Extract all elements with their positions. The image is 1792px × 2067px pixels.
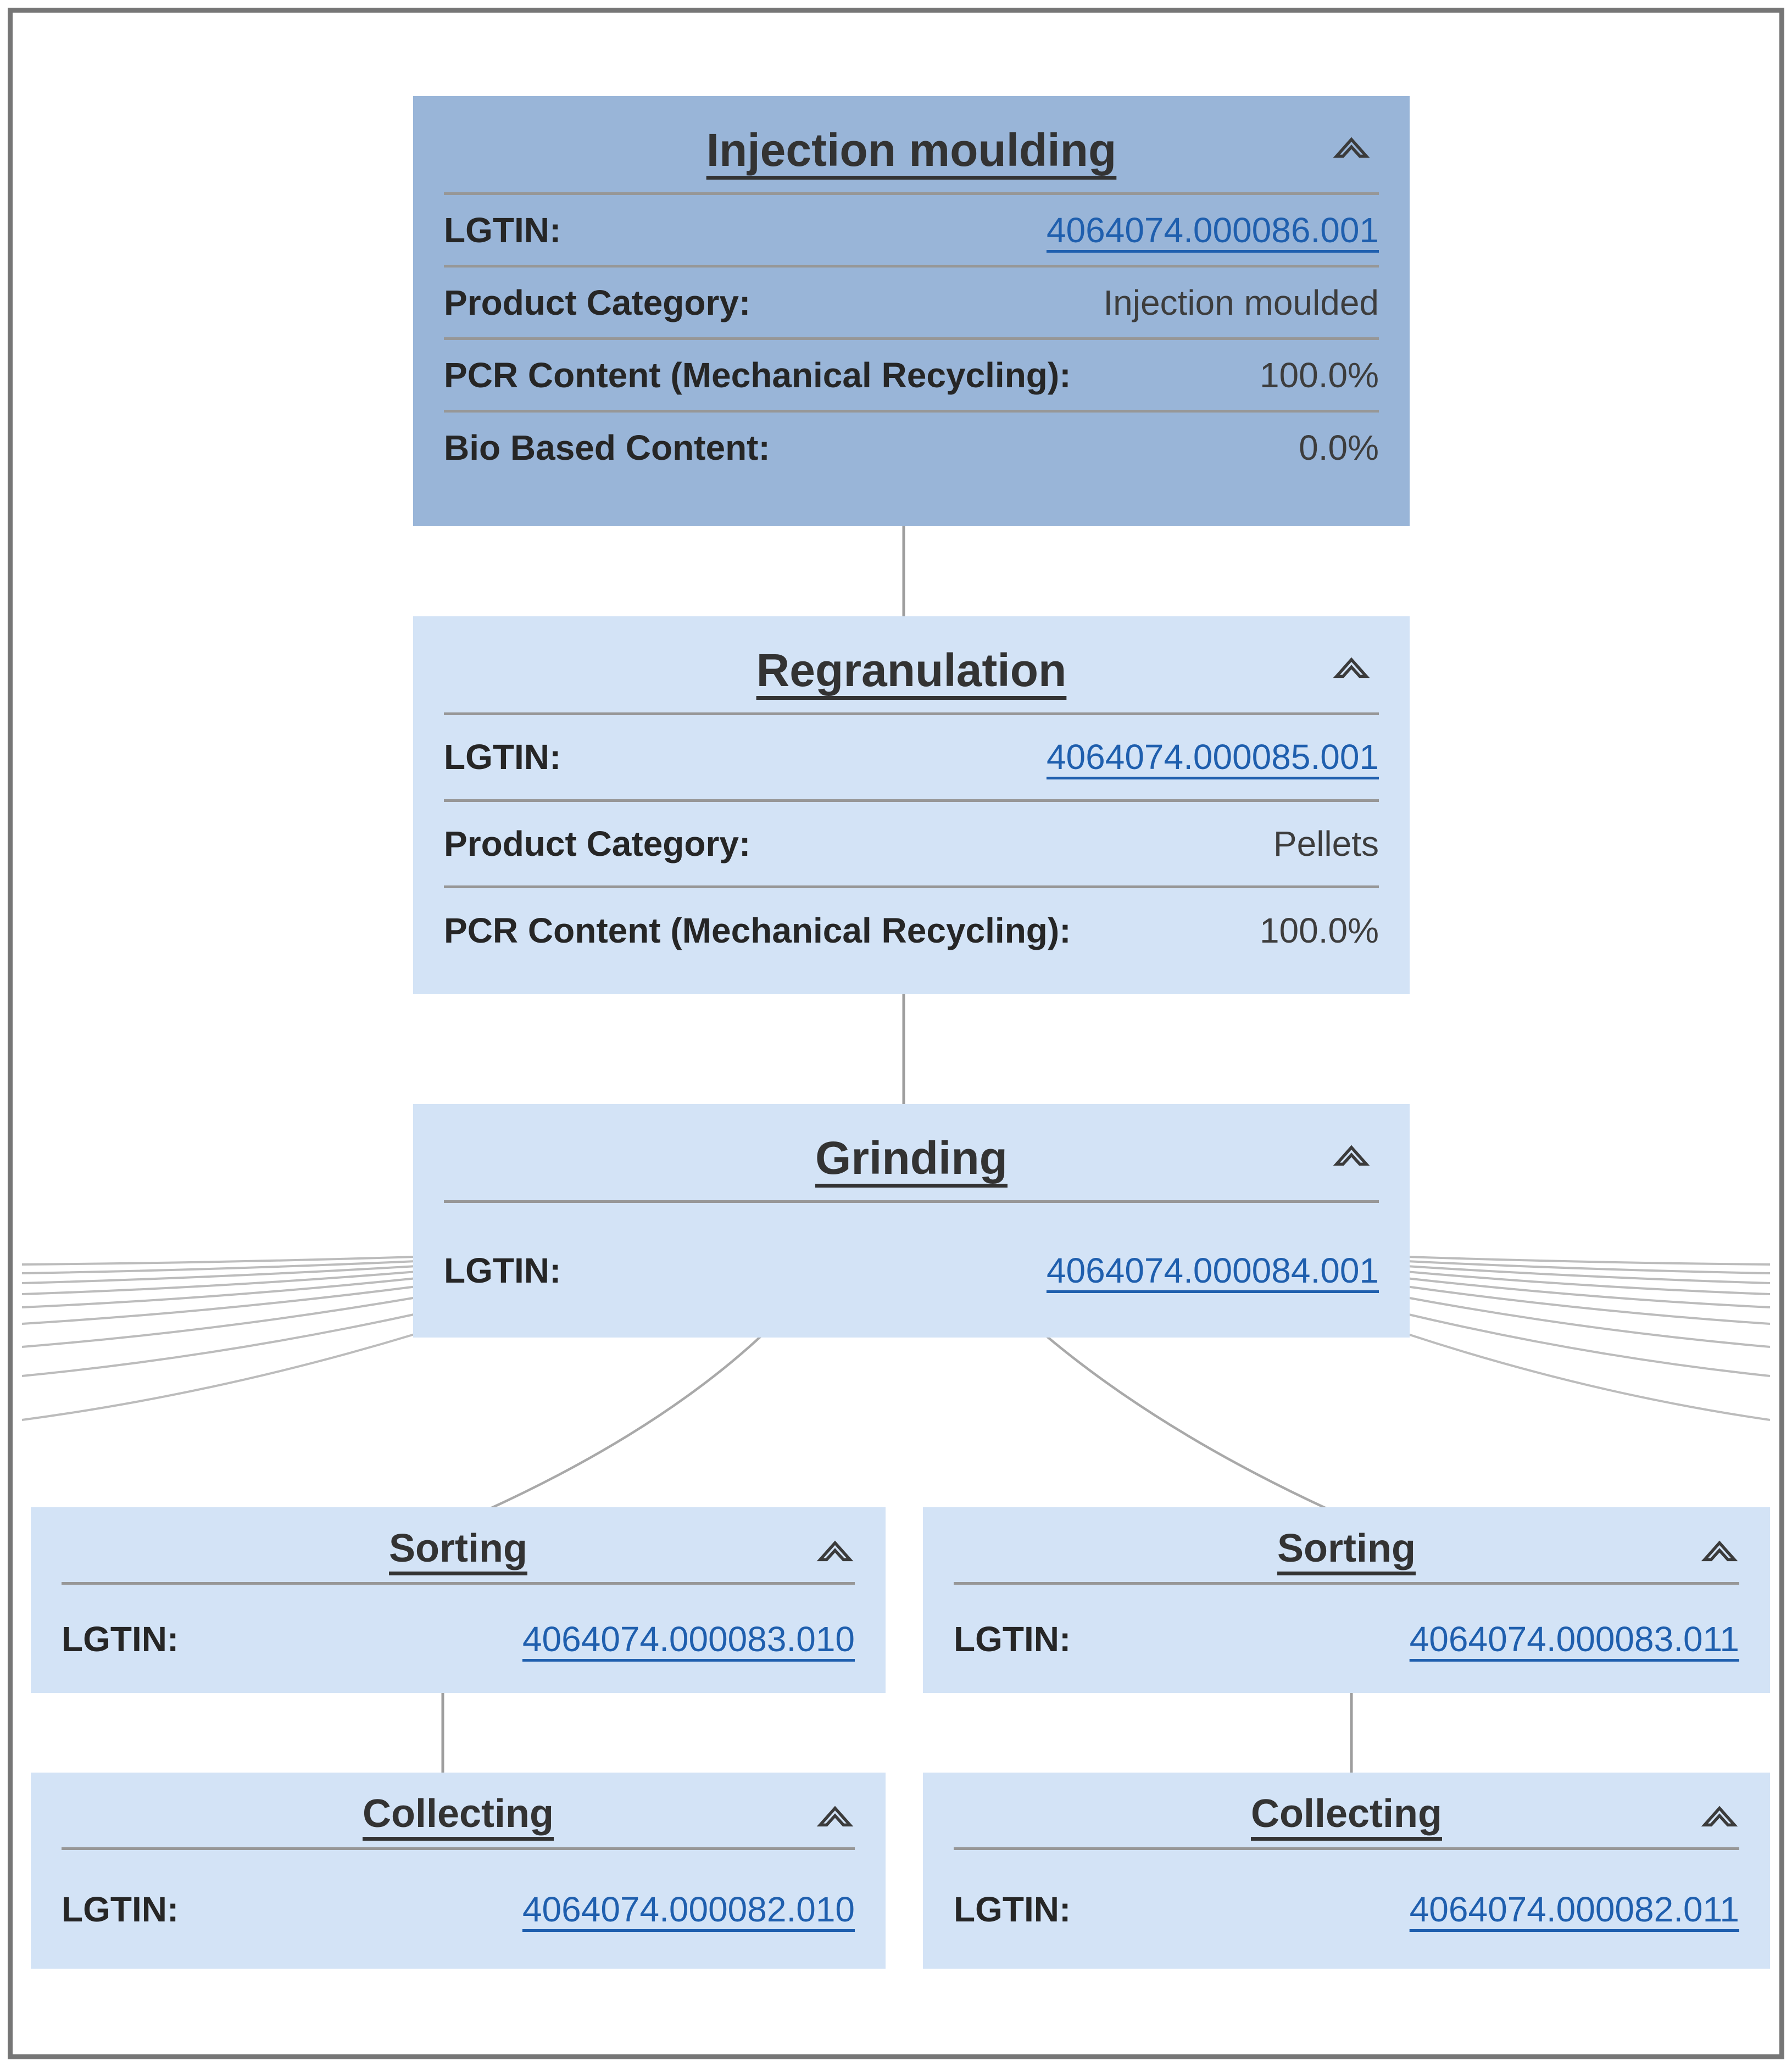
node-fields: LGTIN: 4064074.000082.011 xyxy=(923,1847,1770,1969)
edge-grinding-offscreen-right-4 xyxy=(1406,1271,1771,1295)
chevron-double-up-icon[interactable] xyxy=(1333,1136,1370,1170)
node-header: Sorting xyxy=(923,1507,1770,1582)
edge-grinding-offscreen-left-6 xyxy=(21,1285,417,1325)
edge-grinding-offscreen-left-1 xyxy=(21,1256,417,1266)
chevron-double-up-icon[interactable] xyxy=(816,1531,854,1565)
field-label: LGTIN: xyxy=(62,1890,179,1929)
field-row-bio-based-content: Bio Based Content: 0.0% xyxy=(444,410,1379,482)
node-card-regranulation[interactable]: Regranulation LGTIN: 4064074.000085.001 … xyxy=(413,616,1410,994)
field-value: 0.0% xyxy=(1299,427,1379,467)
field-value: Pellets xyxy=(1273,824,1379,863)
node-card-collecting-left[interactable]: Collecting LGTIN: 4064074.000082.010 xyxy=(31,1773,886,1969)
edge-grinding-offscreen-right-7 xyxy=(1406,1296,1771,1348)
field-label: LGTIN: xyxy=(444,1250,561,1290)
node-fields: LGTIN: 4064074.000082.010 xyxy=(31,1847,886,1969)
field-label: PCR Content (Mechanical Recycling): xyxy=(444,910,1071,950)
node-card-sorting-left[interactable]: Sorting LGTIN: 4064074.000083.010 xyxy=(31,1507,886,1693)
field-row-pcr-content: PCR Content (Mechanical Recycling): 100.… xyxy=(444,337,1379,410)
edge-grinding-offscreen-right-2 xyxy=(1406,1260,1771,1274)
edge-grinding-offscreen-right-8 xyxy=(1406,1313,1771,1377)
lgtin-link[interactable]: 4064074.000086.001 xyxy=(1046,210,1379,250)
field-row-lgtin: LGTIN: 4064074.000082.010 xyxy=(62,1847,855,1969)
node-title: Collecting xyxy=(362,1792,554,1836)
edge-grinding-offscreen-right-6 xyxy=(1406,1285,1771,1325)
node-card-sorting-right[interactable]: Sorting LGTIN: 4064074.000083.011 xyxy=(923,1507,1770,1693)
chevron-double-up-icon[interactable] xyxy=(1333,648,1370,682)
node-header: Grinding xyxy=(413,1104,1410,1200)
edge-grinding-offscreen-right-3 xyxy=(1406,1265,1771,1284)
edge-grinding-offscreen-left-4 xyxy=(21,1271,417,1295)
chevron-double-up-icon[interactable] xyxy=(816,1797,854,1831)
field-label: Bio Based Content: xyxy=(444,427,770,467)
node-fields: LGTIN: 4064074.000086.001 Product Catego… xyxy=(413,192,1410,526)
node-title: Collecting xyxy=(1250,1792,1442,1836)
field-label: Product Category: xyxy=(444,824,751,863)
node-title: Sorting xyxy=(1277,1526,1416,1570)
edge-grinding-sorting-right xyxy=(1044,1334,1332,1512)
node-title: Injection moulding xyxy=(706,124,1117,176)
edge-grinding-offscreen-right-5 xyxy=(1406,1277,1771,1308)
field-label: LGTIN: xyxy=(62,1619,179,1659)
field-value: 100.0% xyxy=(1259,910,1379,950)
field-row-lgtin: LGTIN: 4064074.000085.001 xyxy=(444,712,1379,799)
field-row-lgtin: LGTIN: 4064074.000084.001 xyxy=(444,1200,1379,1338)
edge-grinding-offscreen-right-1 xyxy=(1406,1256,1771,1266)
lgtin-link[interactable]: 4064074.000082.010 xyxy=(522,1890,855,1929)
node-title: Regranulation xyxy=(756,644,1067,696)
node-header: Collecting xyxy=(923,1773,1770,1847)
node-header: Regranulation xyxy=(413,616,1410,712)
edge-grinding-offscreen-left-8 xyxy=(21,1313,417,1377)
field-label: LGTIN: xyxy=(954,1890,1071,1929)
chevron-double-up-icon[interactable] xyxy=(1701,1531,1738,1565)
node-fields: LGTIN: 4064074.000083.010 xyxy=(31,1582,886,1693)
node-header: Sorting xyxy=(31,1507,886,1582)
edge-grinding-offscreen-left-5 xyxy=(21,1277,417,1308)
field-label: LGTIN: xyxy=(954,1619,1071,1659)
node-card-collecting-right[interactable]: Collecting LGTIN: 4064074.000082.011 xyxy=(923,1773,1770,1969)
field-row-lgtin: LGTIN: 4064074.000083.011 xyxy=(954,1582,1739,1693)
node-title: Grinding xyxy=(815,1132,1008,1184)
field-row-pcr-content: PCR Content (Mechanical Recycling): 100.… xyxy=(444,885,1379,972)
field-label: PCR Content (Mechanical Recycling): xyxy=(444,355,1071,395)
lgtin-link[interactable]: 4064074.000082.011 xyxy=(1409,1890,1739,1929)
edge-grinding-offscreen-right-9 xyxy=(1406,1333,1771,1421)
edge-grinding-sorting-left xyxy=(485,1334,764,1512)
chevron-double-up-icon[interactable] xyxy=(1333,128,1370,162)
node-card-grinding[interactable]: Grinding LGTIN: 4064074.000084.001 xyxy=(413,1104,1410,1338)
lgtin-link[interactable]: 4064074.000083.011 xyxy=(1409,1619,1739,1659)
field-label: LGTIN: xyxy=(444,737,561,777)
edge-grinding-offscreen-left-7 xyxy=(21,1296,417,1348)
chevron-double-up-icon[interactable] xyxy=(1701,1797,1738,1831)
field-row-lgtin: LGTIN: 4064074.000083.010 xyxy=(62,1582,855,1693)
field-value: Injection moulded xyxy=(1103,282,1379,322)
node-title: Sorting xyxy=(389,1526,527,1570)
field-row-lgtin: LGTIN: 4064074.000082.011 xyxy=(954,1847,1739,1969)
node-fields: LGTIN: 4064074.000084.001 xyxy=(413,1200,1410,1338)
field-row-lgtin: LGTIN: 4064074.000086.001 xyxy=(444,192,1379,265)
field-label: Product Category: xyxy=(444,282,751,322)
lgtin-link[interactable]: 4064074.000085.001 xyxy=(1046,737,1379,777)
field-row-product-category: Product Category: Pellets xyxy=(444,799,1379,886)
field-label: LGTIN: xyxy=(444,210,561,250)
node-header: Injection moulding xyxy=(413,96,1410,192)
edge-grinding-offscreen-left-3 xyxy=(21,1265,417,1284)
node-header: Collecting xyxy=(31,1773,886,1847)
field-value: 100.0% xyxy=(1259,355,1379,395)
lgtin-link[interactable]: 4064074.000083.010 xyxy=(522,1619,855,1659)
node-card-injection-moulding[interactable]: Injection moulding LGTIN: 4064074.000086… xyxy=(413,96,1410,526)
edge-grinding-offscreen-left-9 xyxy=(21,1333,417,1421)
edge-grinding-offscreen-left-2 xyxy=(21,1260,417,1274)
node-fields: LGTIN: 4064074.000085.001 Product Catego… xyxy=(413,712,1410,994)
node-fields: LGTIN: 4064074.000083.011 xyxy=(923,1582,1770,1693)
lgtin-link[interactable]: 4064074.000084.001 xyxy=(1046,1250,1379,1290)
field-row-product-category: Product Category: Injection moulded xyxy=(444,265,1379,337)
